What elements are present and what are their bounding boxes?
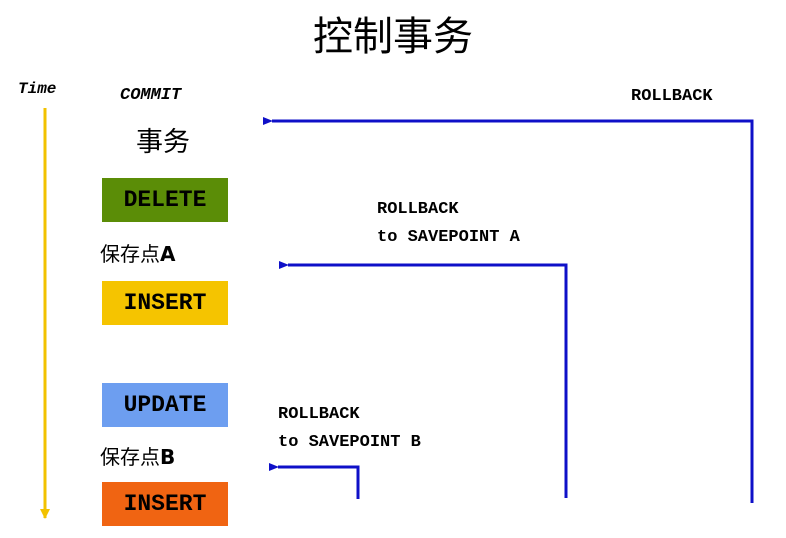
delete-statement-box: DELETE	[102, 178, 228, 222]
transaction-label: 事务	[136, 127, 190, 158]
rollback-b-line1: ROLLBACK	[278, 405, 360, 424]
rollback-b-line2: to SAVEPOINT B	[278, 433, 421, 452]
savepoint-a-prefix: 保存点	[100, 242, 160, 266]
savepoint-b-letter: B	[160, 445, 176, 469]
commit-label: COMMIT	[120, 86, 182, 105]
insert-statement-box-1: INSERT	[102, 281, 228, 325]
rollback-label: ROLLBACK	[631, 87, 713, 106]
rollback-to-savepoint-a-arrow	[279, 261, 568, 498]
rollback-a-line2: to SAVEPOINT A	[377, 228, 520, 247]
rollback-a-line1: ROLLBACK	[377, 200, 459, 219]
savepoint-a-letter: A	[160, 242, 176, 266]
rollback-to-savepoint-b-arrow	[269, 463, 360, 499]
insert-statement-box-2: INSERT	[102, 482, 228, 526]
diagram-title: 控制事务	[313, 14, 473, 60]
time-label: Time	[18, 80, 57, 98]
savepoint-b-label: 保存点B	[100, 441, 175, 470]
rollback-to-savepoint-b-label: ROLLBACK to SAVEPOINT B	[278, 401, 421, 457]
update-statement-box: UPDATE	[102, 383, 228, 427]
rollback-to-savepoint-a-label: ROLLBACK to SAVEPOINT A	[377, 196, 520, 252]
savepoint-a-label: 保存点A	[100, 238, 175, 267]
savepoint-b-prefix: 保存点	[100, 445, 160, 469]
rollback-arrow	[263, 117, 754, 503]
